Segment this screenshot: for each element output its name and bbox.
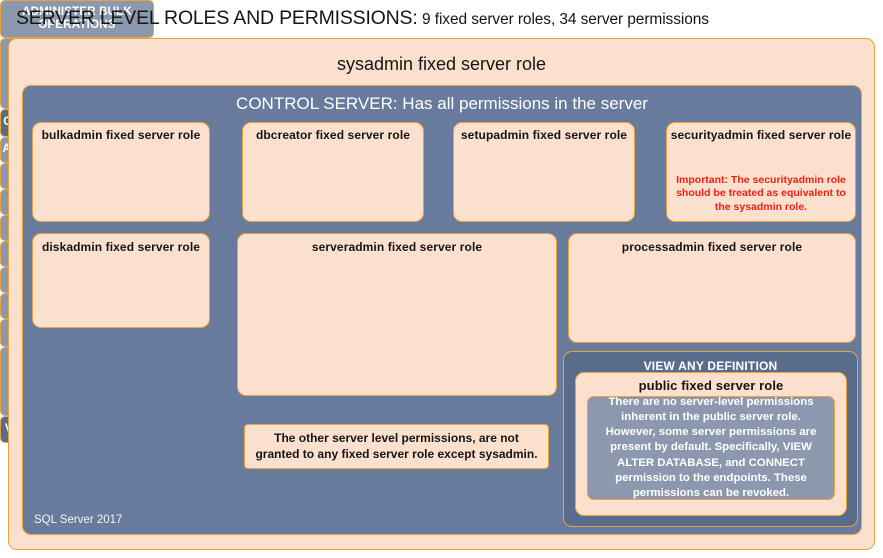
processadmin-role-label: processadmin fixed server role xyxy=(621,240,803,254)
serveradmin-role-label: serveradmin fixed server role xyxy=(311,240,483,254)
bulkadmin-role-panel[interactable] xyxy=(32,122,210,222)
other-permissions-note-box xyxy=(244,424,549,469)
public-role-description: There are no server-level permissions in… xyxy=(587,396,835,500)
securityadmin-role-panel[interactable] xyxy=(666,122,856,222)
page-title: SERVER LEVEL ROLES AND PERMISSIONS: 9 fi… xyxy=(16,7,876,33)
page-title-main: SERVER LEVEL ROLES AND PERMISSIONS: xyxy=(16,7,418,29)
bulkadmin-role-label: bulkadmin fixed server role xyxy=(41,128,201,142)
dbcreator-role-label: dbcreator fixed server role xyxy=(255,128,411,142)
setupadmin-role-label: setupadmin fixed server role xyxy=(460,128,628,142)
diskadmin-role-panel[interactable] xyxy=(32,233,210,328)
sysadmin-role-label: sysadmin fixed server role xyxy=(336,54,547,74)
public-role-label: public fixed server role xyxy=(638,378,784,393)
permission-administer-bulk-operations[interactable]: ADMINISTER BULK OPERATIONS xyxy=(0,0,154,38)
securityadmin-role-label: securityadmin fixed server role xyxy=(670,128,852,142)
processadmin-role-panel[interactable] xyxy=(568,233,856,343)
page-title-sub: 9 fixed server roles, 34 server permissi… xyxy=(422,11,709,28)
view-any-definition-label: VIEW ANY DEFINITION xyxy=(643,359,778,373)
securityadmin-important-note: Important: The securityadmin role should… xyxy=(676,174,846,213)
footer-version-label: SQL Server 2017 xyxy=(34,514,123,526)
serveradmin-role-panel[interactable] xyxy=(237,233,557,396)
setupadmin-role-panel[interactable] xyxy=(453,122,635,222)
dbcreator-role-panel[interactable] xyxy=(242,122,424,222)
diskadmin-role-label: diskadmin fixed server role xyxy=(41,240,201,254)
other-permissions-note: The other server level permissions, are … xyxy=(255,430,538,461)
control-server-label: CONTROL SERVER: Has all permissions in t… xyxy=(236,94,648,113)
